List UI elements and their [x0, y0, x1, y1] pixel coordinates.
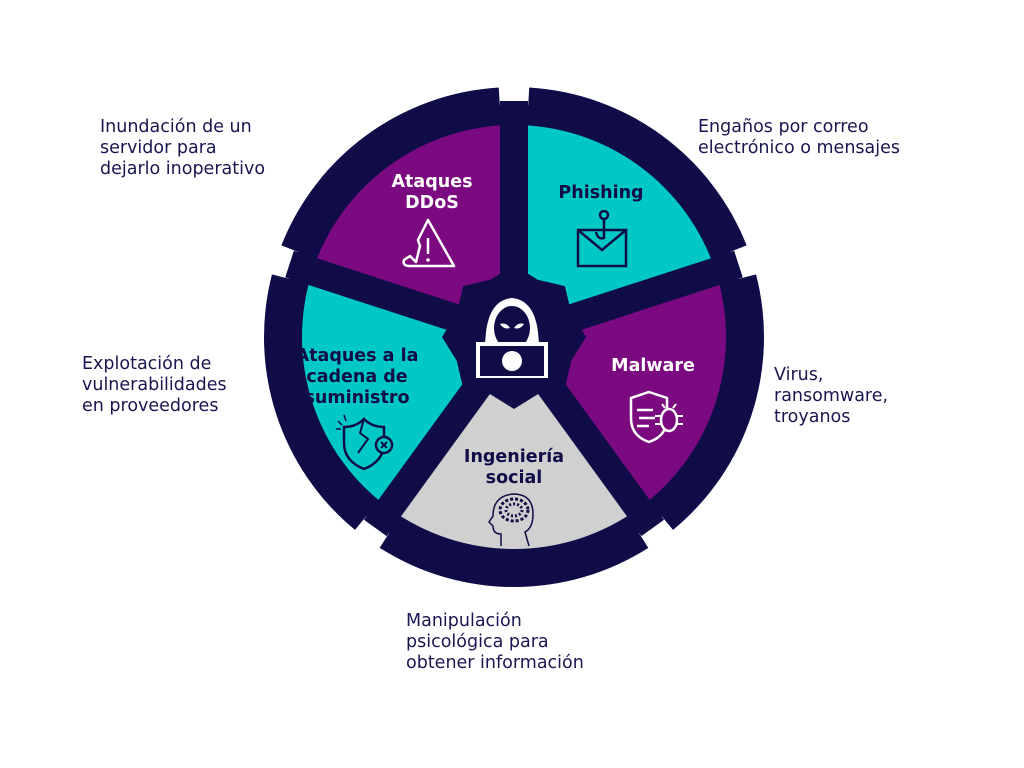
segment-title-social-engineering: Ingeniería social: [463, 447, 565, 488]
segment-wedge: [389, 337, 639, 550]
segment-desc-ddos: Inundación de un servidor para dejarlo i…: [100, 117, 266, 179]
envelope-hook-icon: [576, 210, 628, 268]
broken-warning-triangle-icon: [402, 218, 456, 268]
segment-title-supply-chain: Ataques a la cadena de suministro: [295, 346, 419, 408]
broken-shield-icon: [336, 414, 394, 471]
segment-title-malware: Malware: [611, 356, 695, 376]
shield-bug-icon: [629, 390, 683, 444]
head-brain-icon: [488, 493, 534, 547]
segment-desc-supply-chain: Explotación de vulnerabilidades en prove…: [82, 354, 227, 416]
segment-desc-malware: Virus, ransomware, troyanos: [774, 365, 889, 427]
segment-desc-phishing: Engaños por correo electrónico o mensaje…: [698, 117, 901, 158]
hacker-laptop-icon: [476, 298, 548, 378]
segment-title-ddos: Ataques DDoS: [391, 172, 473, 213]
segment-title-phishing: Phishing: [558, 183, 644, 203]
segment-desc-social-engineering: Manipulación psicológica para obtener in…: [406, 611, 584, 673]
